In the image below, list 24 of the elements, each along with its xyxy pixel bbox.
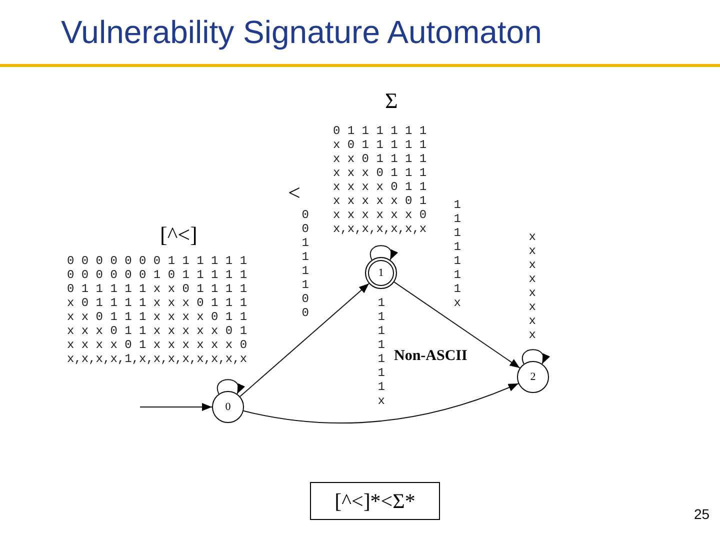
edge-label: 0 0 1 1 1 1 0 0	[300, 208, 310, 320]
edge-label: x x x x x x x x	[528, 230, 537, 342]
state-number: 1	[378, 268, 384, 278]
slide-title: Vulnerability Signature Automaton	[61, 16, 542, 48]
edge-label: 0 1 1 1 1 1 1 x 0 1 1 1 1 1 x x 0 1 1 1 1 x x x 0 1 1 1 x x x x 0 1 1 x x x x x 0 1 x x x x x x 0 x,x,x,x,x,x,x	[333, 124, 428, 236]
transition-arrow	[240, 283, 370, 397]
less-than-symbol: <	[288, 182, 300, 204]
edge-label: 0 0 0 0 0 0 0 1 1 1 1 1 1 0 0 0 0 0 0 1 0 1 1 1 1 1 0 1 1 1 1 1 x x 0 1 1 1 1 x 0 1 1 1 1 x x x 0 1 1 1 x x 0 1 1 1 x x x x 0 1 1 x x x 0 1 1 x x x x x 0 1 x x x x 0 1 x x x x x x 0 x,x,x,x,1,x,x,x,x,x,x,x,x	[67, 254, 248, 366]
sigma-symbol: Σ	[385, 90, 398, 112]
start-arrow	[140, 403, 212, 411]
edge-label: 1 1 1 1 1 1 1 x	[376, 296, 386, 408]
self-loop-arrow	[216, 379, 244, 394]
expression-box	[310, 482, 440, 520]
transition-arrow	[394, 282, 520, 368]
character-class-label: [^<]	[160, 224, 198, 246]
self-loop-arrow	[370, 245, 397, 260]
page-number: 25	[694, 507, 710, 521]
transition-arrow	[243, 383, 519, 424]
annotation-label: Non-ASCII	[394, 349, 468, 364]
state-number: 2	[530, 372, 536, 382]
regular-expression: [^<]*<Σ*	[334, 490, 416, 512]
state-number: 0	[225, 402, 231, 412]
edge-label: 1 1 1 1 1 1 1 x	[452, 198, 462, 310]
self-loop-arrow	[522, 349, 549, 364]
